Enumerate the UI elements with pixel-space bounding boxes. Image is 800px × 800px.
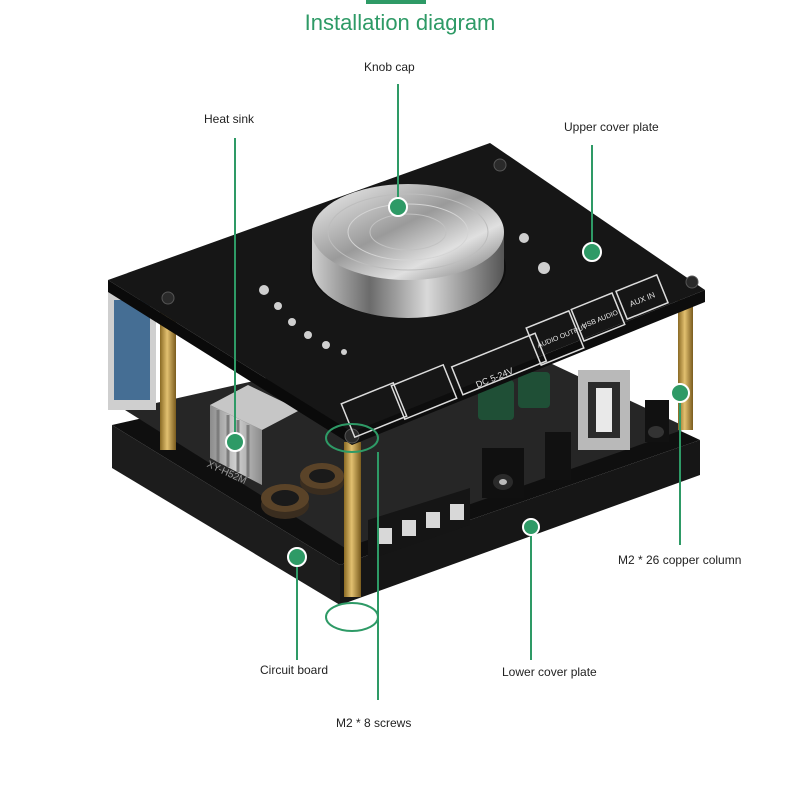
label-copper-column: M2 * 26 copper column (618, 553, 742, 567)
leader-lines (234, 84, 681, 700)
label-heat-sink: Heat sink (204, 112, 255, 126)
label-lower-cover-plate: Lower cover plate (502, 665, 597, 679)
label-knob-cap: Knob cap (364, 60, 415, 74)
label-upper-cover-plate: Upper cover plate (564, 120, 659, 134)
title-accent-bar (366, 0, 426, 4)
diagram-title: Installation diagram (304, 10, 496, 35)
leader-dots (225, 197, 690, 567)
knob (310, 184, 506, 318)
label-circuit-board: Circuit board (260, 663, 329, 677)
label-screws: M2 * 8 screws (336, 716, 412, 730)
